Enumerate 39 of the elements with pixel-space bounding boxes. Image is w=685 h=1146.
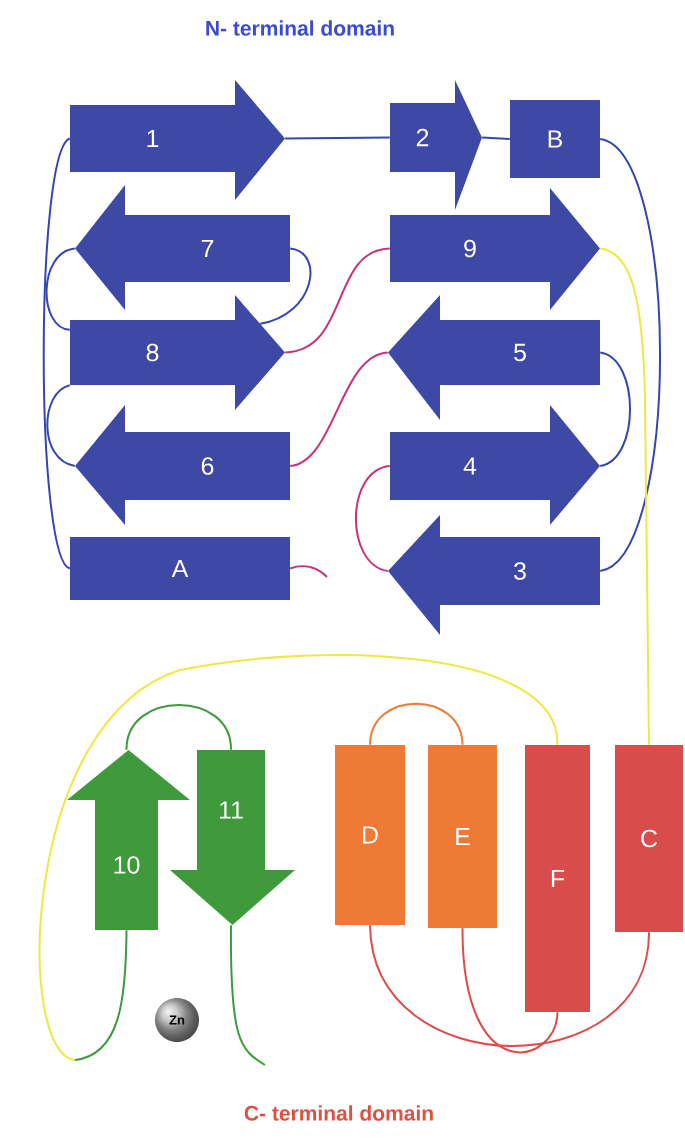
beta-strand: 11: [170, 750, 295, 925]
loop-line: [369, 702, 464, 746]
loop-line: [284, 136, 391, 140]
loop-line: [599, 247, 650, 746]
loop-line: [289, 565, 328, 578]
loop-line: [42, 137, 71, 570]
helix-box: C: [615, 745, 683, 932]
zinc-sphere: Zn: [169, 1015, 185, 1025]
loop-line: [599, 138, 662, 572]
helix-box: B: [510, 100, 600, 178]
helix-box: A: [70, 537, 290, 600]
domain-caption: C- terminal domain: [244, 1105, 433, 1121]
beta-strand: 3: [388, 515, 600, 635]
beta-strand: 8: [70, 295, 285, 410]
helix-box: F: [525, 745, 590, 1012]
loop-line: [259, 247, 312, 325]
loop-line: [125, 703, 232, 751]
loop-line: [39, 654, 559, 1061]
helix-box: E: [428, 745, 497, 928]
loop-line: [284, 247, 391, 354]
loop-line: [46, 384, 76, 467]
beta-strand: 9: [390, 188, 600, 310]
beta-strand: 10: [67, 750, 190, 930]
helix-box: D: [335, 745, 405, 925]
beta-strand: 4: [390, 405, 600, 525]
beta-strand: 6: [75, 405, 290, 525]
beta-strand: 5: [388, 295, 600, 420]
loop-line: [289, 351, 389, 467]
beta-strand: 1: [70, 80, 285, 200]
loop-line: [481, 136, 511, 140]
loop-line: [461, 927, 559, 1054]
domain-title: N- terminal domain: [206, 20, 394, 36]
beta-strand: 2: [390, 80, 482, 210]
loop-line: [369, 924, 650, 1047]
loop-line: [230, 924, 266, 1066]
loop-line: [599, 351, 632, 467]
loop-line: [45, 247, 76, 331]
beta-strand: 7: [75, 185, 290, 310]
loop-line: [354, 465, 391, 572]
